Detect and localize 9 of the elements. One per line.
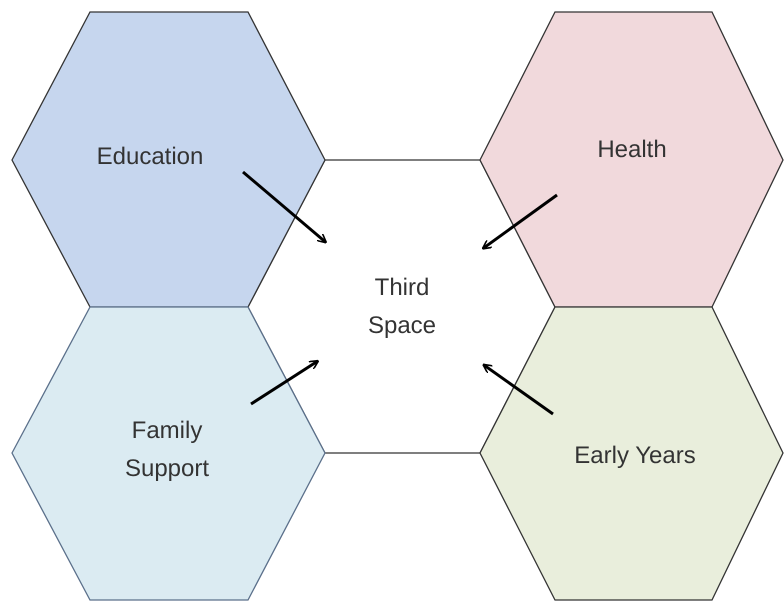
arrow [250,360,320,406]
node-label: Family Support [124,416,210,484]
arrow [482,363,554,416]
node-label: Third Space [366,273,438,341]
arrow [482,194,558,250]
node-label: Early Years [573,441,697,471]
arrow [242,170,328,244]
node-label: Education [96,142,204,172]
node-label: Health [596,135,668,165]
